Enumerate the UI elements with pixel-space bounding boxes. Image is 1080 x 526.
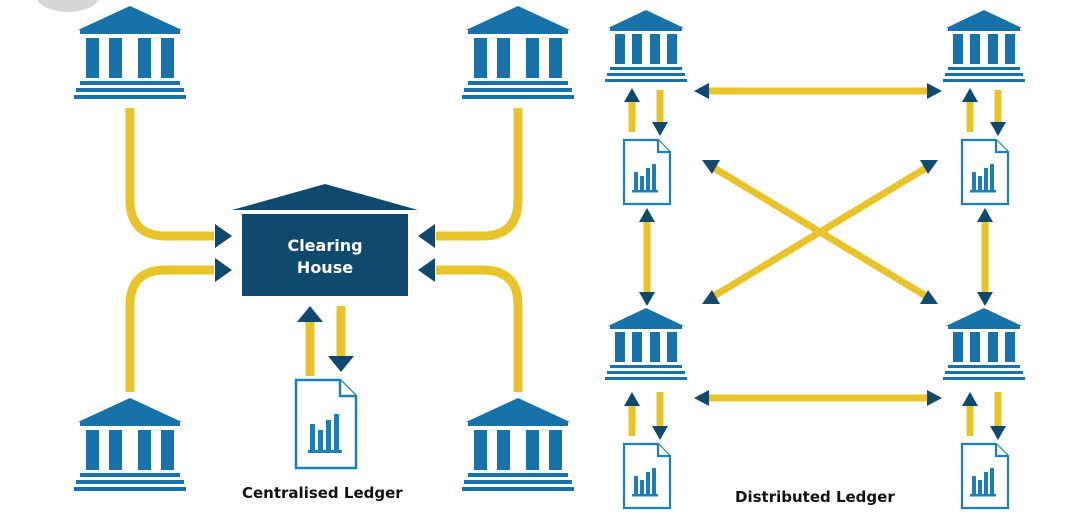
bank-icon xyxy=(943,308,1025,380)
link-diagonal-b xyxy=(712,165,928,299)
bank-icon xyxy=(943,10,1025,82)
arrowhead-into-house-bl xyxy=(215,258,232,282)
central-connectors xyxy=(125,108,523,392)
bank-icon xyxy=(462,6,574,99)
arrowhead-into-house-br xyxy=(418,258,435,282)
arrowhead xyxy=(652,122,668,136)
arrowhead xyxy=(962,392,978,406)
centralised-ledger-caption: Centralised Ledger xyxy=(242,484,403,502)
arrowhead xyxy=(639,208,655,222)
clearing-house-label-line2: House xyxy=(296,258,354,277)
bank-icon xyxy=(605,10,687,82)
arrowhead xyxy=(694,83,709,99)
central-arrowheads xyxy=(215,224,435,372)
connector-top-left xyxy=(125,108,214,241)
corner-avatar-fragment xyxy=(36,0,100,12)
ledger-document-icon xyxy=(622,442,672,510)
arrowhead xyxy=(702,290,720,304)
arrowhead xyxy=(990,426,1006,440)
arrowhead xyxy=(990,122,1006,136)
bank-icon xyxy=(74,6,186,99)
clearing-house-label-line1: Clearing xyxy=(287,236,363,255)
arrowhead xyxy=(639,292,655,306)
clearing-house-icon xyxy=(232,184,418,296)
bank-icon xyxy=(462,398,574,491)
bank-icon xyxy=(74,398,186,491)
connector-bottom-right xyxy=(436,265,523,392)
arrowhead xyxy=(624,392,640,406)
arrowhead xyxy=(927,390,942,406)
bank-icon xyxy=(605,308,687,380)
ledger-document-icon xyxy=(960,138,1010,206)
distributed-ledger-section xyxy=(605,10,1025,510)
arrowhead xyxy=(977,208,993,222)
arrowhead xyxy=(920,290,938,304)
arrowhead xyxy=(652,426,668,440)
ledger-document-icon xyxy=(960,442,1010,510)
arrowhead xyxy=(702,160,720,174)
arrowhead-into-house-tr xyxy=(418,224,435,248)
connector-top-right xyxy=(436,108,523,241)
arrowhead xyxy=(694,390,709,406)
arrowhead xyxy=(927,83,942,99)
arrowhead-up-to-house xyxy=(297,306,323,322)
ledger-document-icon xyxy=(294,378,358,470)
arrowhead xyxy=(920,160,938,174)
arrowhead xyxy=(977,292,993,306)
distributed-connectors xyxy=(628,87,1002,436)
distributed-ledger-caption: Distributed Ledger xyxy=(735,488,895,506)
arrowhead-into-house-tl xyxy=(215,224,232,248)
arrowhead-down-to-doc xyxy=(328,356,354,372)
connector-bottom-left xyxy=(125,265,214,392)
arrowhead xyxy=(962,88,978,102)
centralised-ledger-section xyxy=(74,6,574,491)
ledger-document-icon xyxy=(622,138,672,206)
arrowhead xyxy=(624,88,640,102)
distributed-arrowheads xyxy=(624,83,1006,440)
